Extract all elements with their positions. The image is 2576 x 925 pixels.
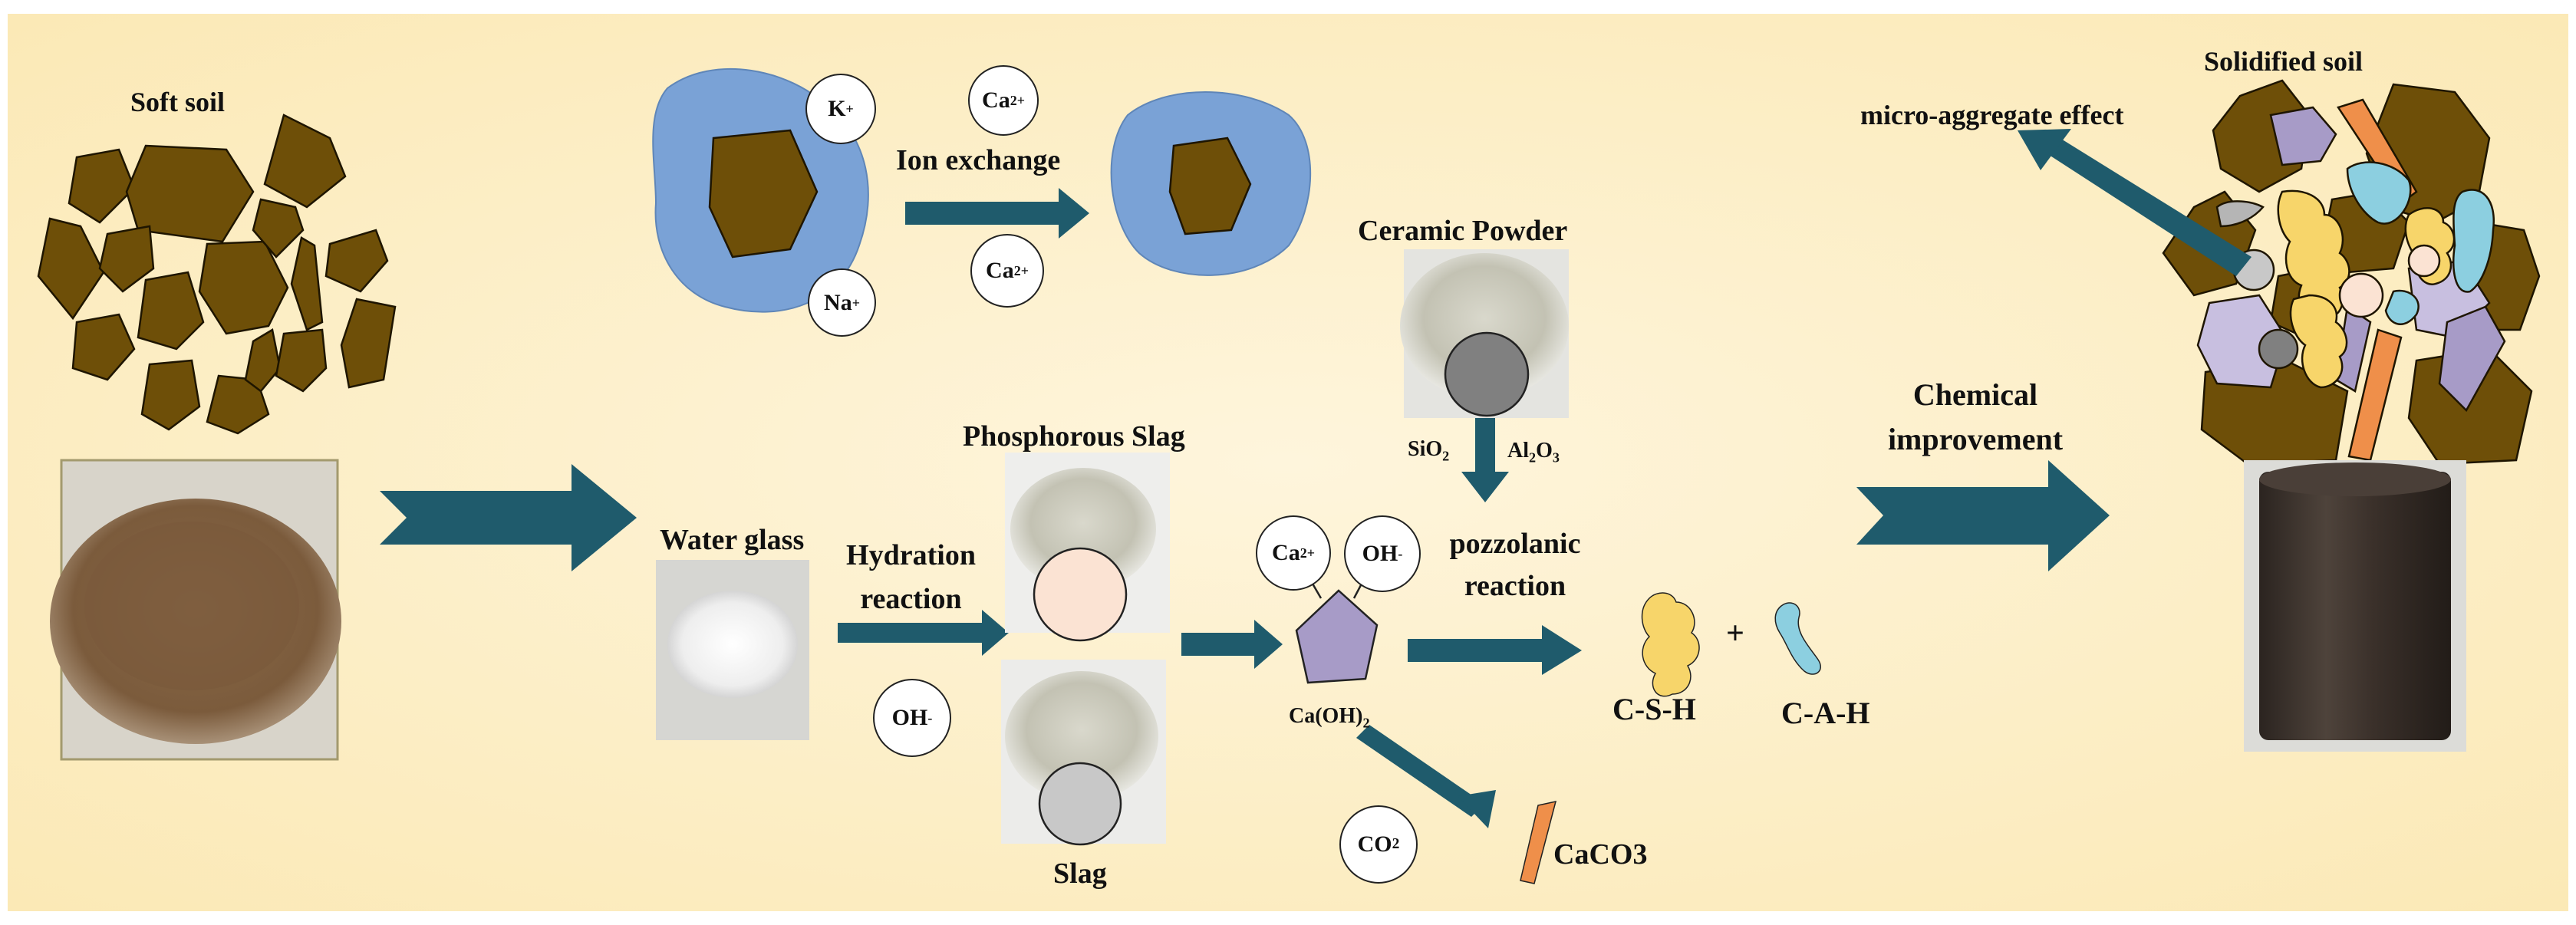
sio2-label: SiO2 <box>1408 437 1449 463</box>
soft-soil-particles <box>37 114 397 435</box>
solidified-soil-label: Solidified soil <box>2204 46 2364 77</box>
al2o3-label: Al2O3 <box>1507 439 1560 465</box>
pozzolanic-label: pozzolanic <box>1449 528 1581 560</box>
na-ion: Na+ <box>808 268 876 337</box>
hydration-label: Hydration <box>846 539 976 571</box>
co2-symbol: CO <box>1357 831 1392 857</box>
caco3-label: CaCO3 <box>1553 838 1648 871</box>
caoh2-label: Ca(OH)2 <box>1289 704 1370 730</box>
caoh2-pentagon <box>1295 589 1379 684</box>
na-ion-symbol: Na <box>824 289 852 315</box>
csh-cluster <box>1641 592 1700 697</box>
caco3-shard <box>1520 801 1557 884</box>
al2o3-subscript-1: 2 <box>1529 449 1537 466</box>
oh-ion-left-symbol: OH <box>891 705 928 730</box>
caoh2-subscript: 2 <box>1362 715 1370 731</box>
hydration-arrow <box>838 610 1009 656</box>
sio2-subscript: 2 <box>1442 448 1450 464</box>
hydration-reaction-label: reaction <box>860 583 962 615</box>
water-glass-photo <box>656 560 809 740</box>
improvement-label: improvement <box>1887 422 2064 456</box>
oh-ion-pentagon-symbol: OH <box>1362 541 1398 566</box>
caoh2-symbol: Ca(OH) <box>1289 704 1363 728</box>
soft-soil-photo <box>50 459 341 761</box>
k-ion-symbol: K <box>828 96 846 121</box>
micro-aggregate-arrow <box>2018 129 2252 276</box>
sio2-symbol: SiO <box>1408 437 1443 461</box>
carbonation-arrow <box>1356 725 1496 828</box>
plus-sign: + <box>1726 616 1744 651</box>
ceramic-powder-label: Ceramic Powder <box>1358 215 1568 247</box>
main-arrow-1 <box>380 464 637 571</box>
slag-label: Slag <box>1053 858 1107 890</box>
pozzolanic-reaction-label: reaction <box>1464 570 1566 602</box>
slag-photo <box>1001 660 1166 846</box>
ca-ion-top-symbol: Ca <box>982 87 1010 113</box>
solidified-soil-composite <box>2162 79 2541 466</box>
ion-exchange-arrow <box>905 188 1089 239</box>
pozzolanic-arrow <box>1408 625 1582 675</box>
al2o3-subscript-2: 3 <box>1552 449 1560 466</box>
chemical-label: Chemical <box>1912 377 2038 412</box>
ca-ion-pentagon-symbol: Ca <box>1272 540 1300 565</box>
cah-blob <box>1774 602 1821 675</box>
csh-label: C-S-H <box>1612 692 1696 726</box>
phosphorous-slag-photo <box>1005 453 1170 642</box>
ca-ion-bottom-symbol: Ca <box>986 258 1014 283</box>
ion-exchange-label: Ion exchange <box>896 144 1061 176</box>
ion-exchange-particle-after <box>1110 91 1312 276</box>
oh-ion-left: OH- <box>873 679 951 757</box>
soft-soil-label: Soft soil <box>130 87 226 117</box>
al2o3-o: O <box>1536 439 1553 462</box>
k-ion: K+ <box>805 74 876 144</box>
micro-aggregate-label: micro-aggregate effect <box>1860 100 2124 130</box>
main-arrow-2 <box>1856 460 2110 571</box>
solidified-soil-photo <box>2244 460 2466 752</box>
phosphorous-slag-label: Phosphorous Slag <box>963 420 1185 453</box>
ceramic-powder-photo <box>1400 249 1569 418</box>
al2o3-al: Al <box>1507 439 1529 462</box>
slag-to-caoh2-arrow <box>1181 620 1283 669</box>
oh-ion-pentagon: OH- <box>1344 515 1421 592</box>
cah-label: C-A-H <box>1781 696 1870 730</box>
ceramic-arrow <box>1461 418 1509 502</box>
water-glass-label: Water glass <box>660 524 805 556</box>
